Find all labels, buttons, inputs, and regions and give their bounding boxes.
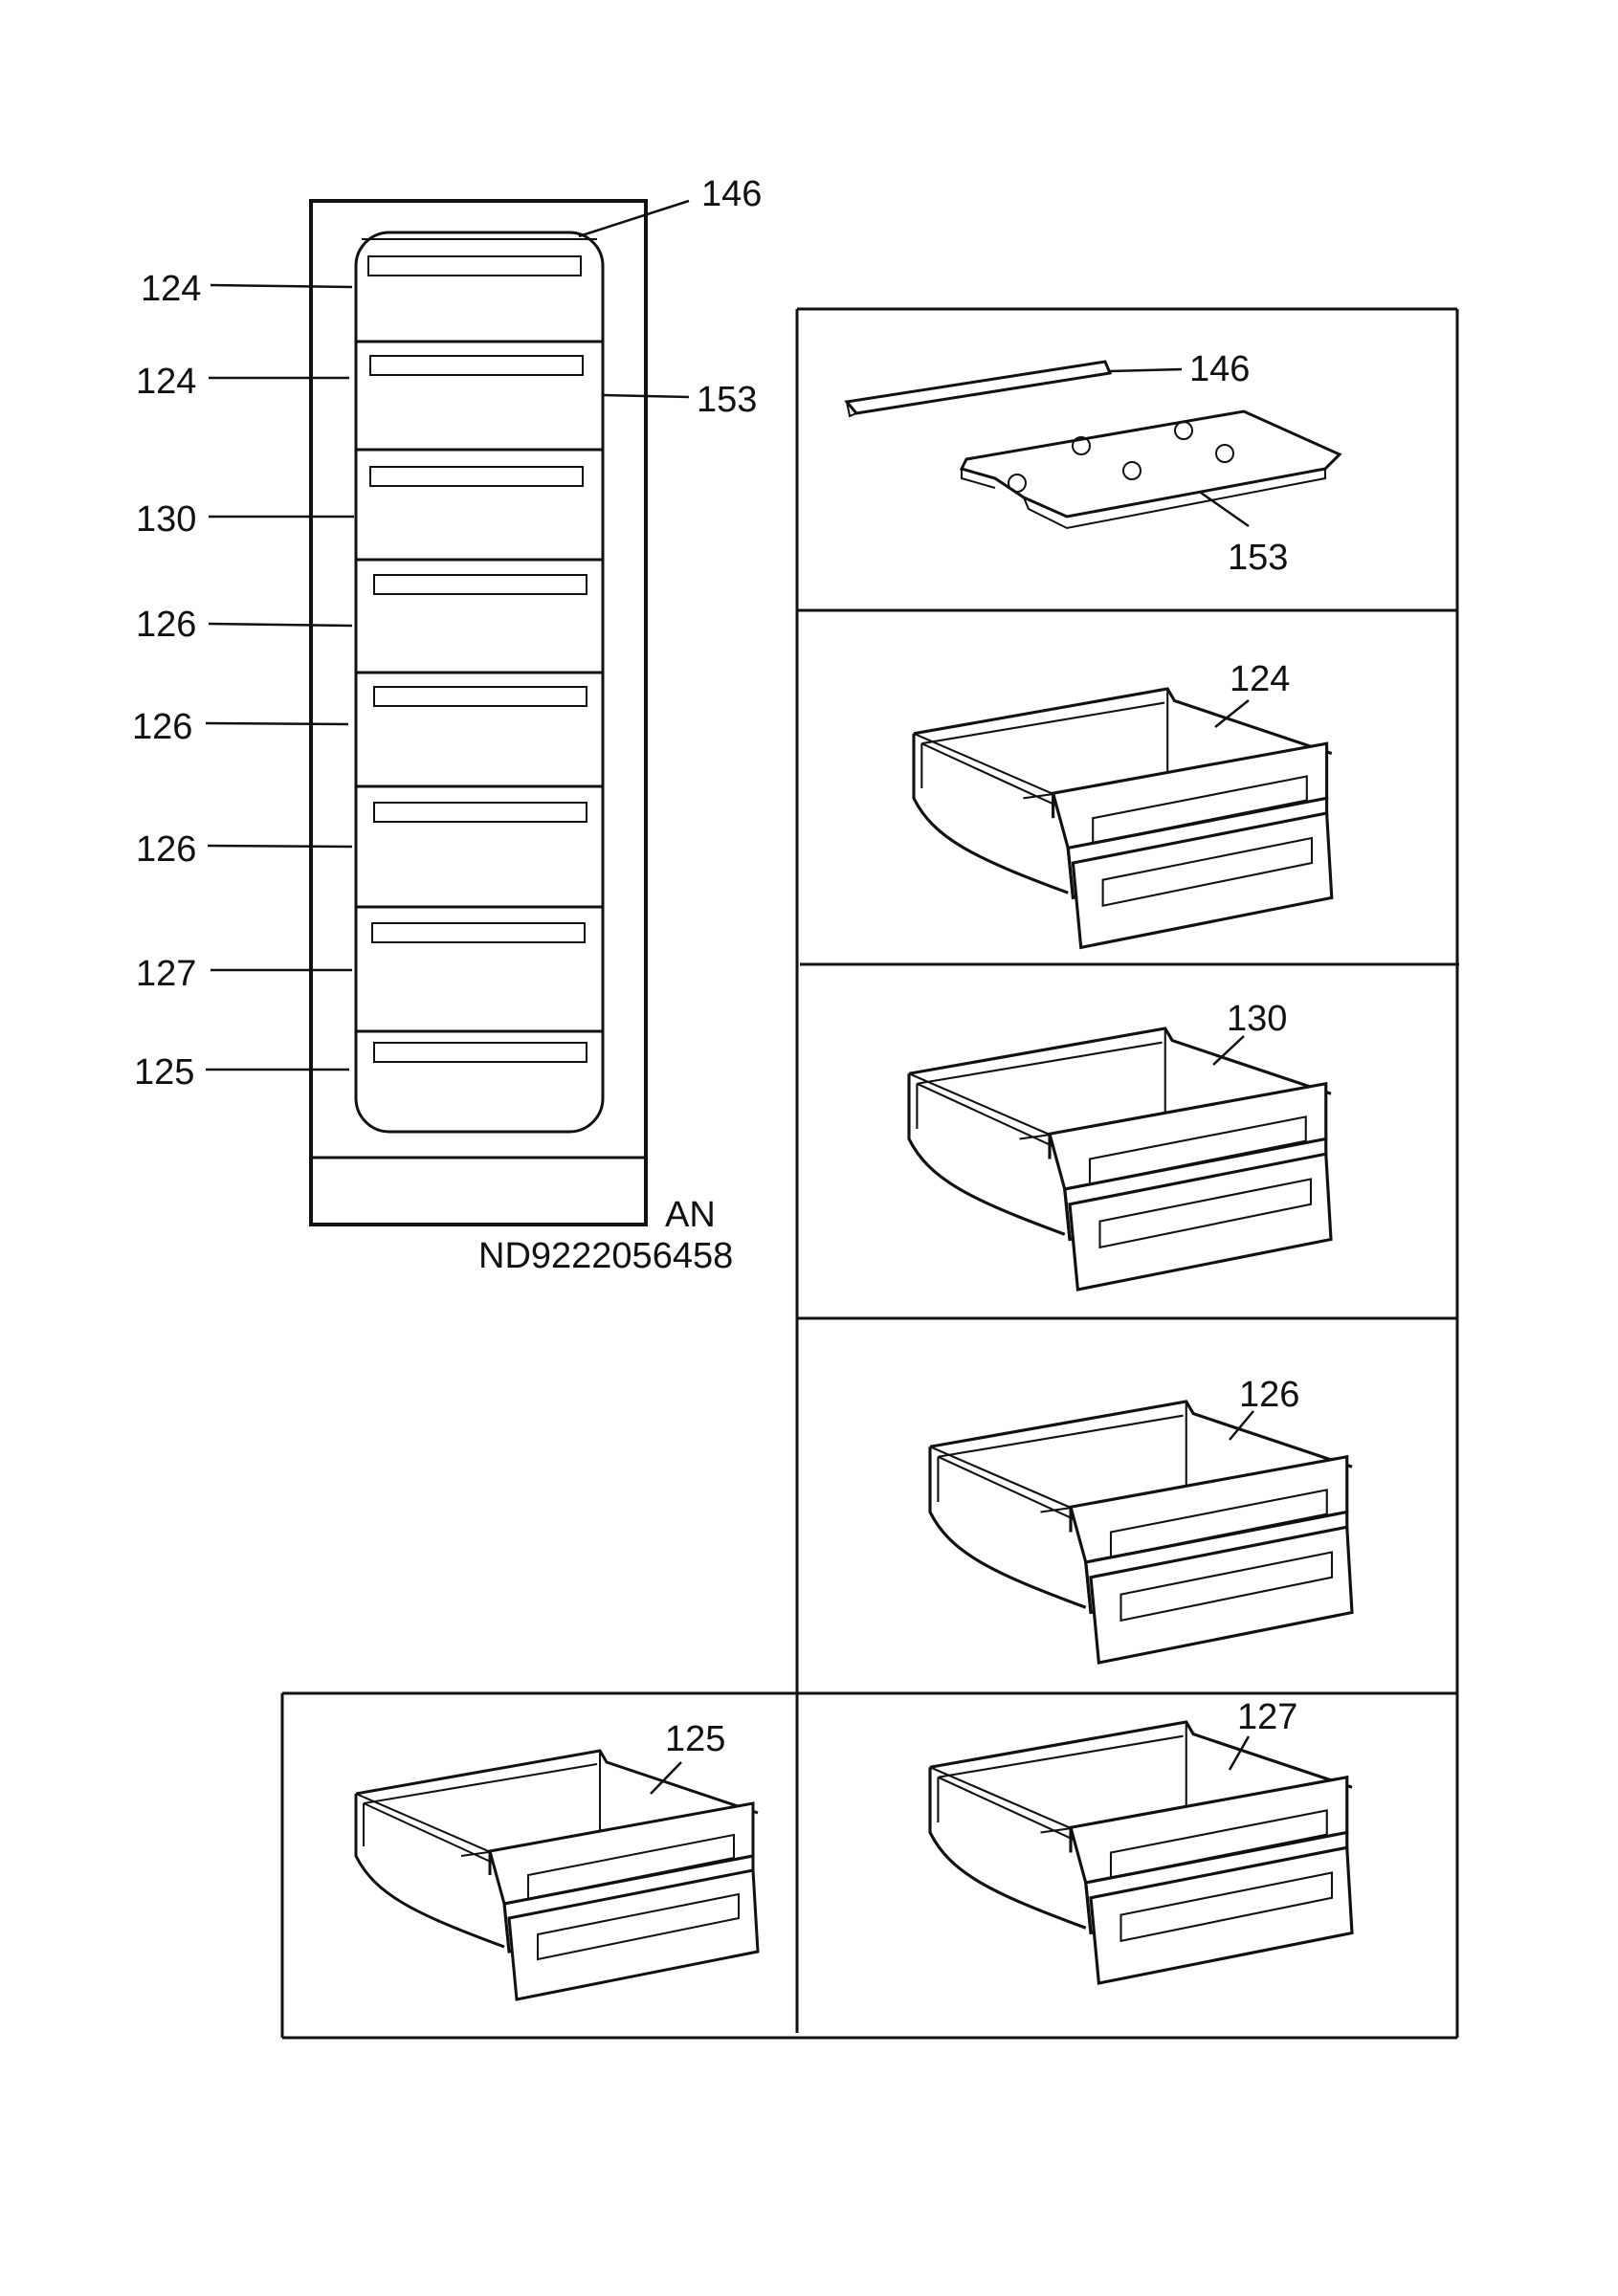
callout-126-first: 126: [136, 605, 196, 645]
callout-126-second: 126: [132, 707, 192, 747]
label-124-detail: 124: [1230, 659, 1290, 699]
detail-panel-drawer-125: 125: [354, 1719, 760, 2001]
callout-124-top: 124: [141, 269, 201, 309]
drawer-handle-4: [373, 574, 587, 595]
detail-panel-drawer-126: 126: [928, 1375, 1354, 1665]
label-125-detail: 125: [665, 1719, 725, 1759]
callout-126-third: 126: [136, 829, 196, 870]
cabinet-inner: [354, 231, 605, 1134]
callout-127: 127: [136, 954, 196, 994]
drawer-handle-7: [371, 922, 586, 943]
drawer-handle-3: [369, 466, 584, 487]
model-code: AN: [665, 1195, 716, 1235]
detail-panel-drawer-127: 127: [928, 1697, 1354, 1985]
label-146-detail: 146: [1189, 349, 1250, 389]
drawer-handle-8: [373, 1042, 587, 1063]
label-126-detail: 126: [1239, 1375, 1299, 1415]
callout-124-second: 124: [136, 362, 196, 402]
drawer-handle-6: [373, 802, 587, 823]
drawer-127-image: [928, 1720, 1354, 1985]
label-130-detail: 130: [1227, 999, 1287, 1039]
drawer-125-image: [354, 1749, 760, 2001]
callout-153: 153: [697, 380, 757, 420]
drawing-number: ND9222056458: [478, 1236, 733, 1276]
callout-130: 130: [136, 499, 196, 540]
callout-125: 125: [134, 1052, 194, 1093]
callout-146: 146: [701, 174, 762, 214]
drawer-124-image: [912, 687, 1334, 949]
drawer-130-image: [907, 1027, 1333, 1292]
cabinet-outline: [309, 199, 648, 1226]
label-153-detail: 153: [1228, 538, 1288, 578]
detail-panel-drawer-124: 124: [912, 659, 1334, 949]
detail-panel-frame: [280, 307, 1459, 2040]
drawer-handle-5: [373, 686, 587, 707]
detail-panel-drawer-130: 130: [907, 999, 1333, 1292]
rail-part: [844, 360, 1113, 415]
plate-part: [959, 409, 1342, 519]
drawer-handle-2: [369, 355, 584, 376]
label-127-detail: 127: [1237, 1697, 1297, 1737]
drawer-handle-1: [367, 255, 582, 276]
detail-panel-rail-plate: 146 153: [844, 349, 1342, 578]
drawer-126-image: [928, 1400, 1354, 1665]
cabinet-overview: 146 124 124 153 130 126 126 126 127 125 …: [132, 174, 762, 1276]
